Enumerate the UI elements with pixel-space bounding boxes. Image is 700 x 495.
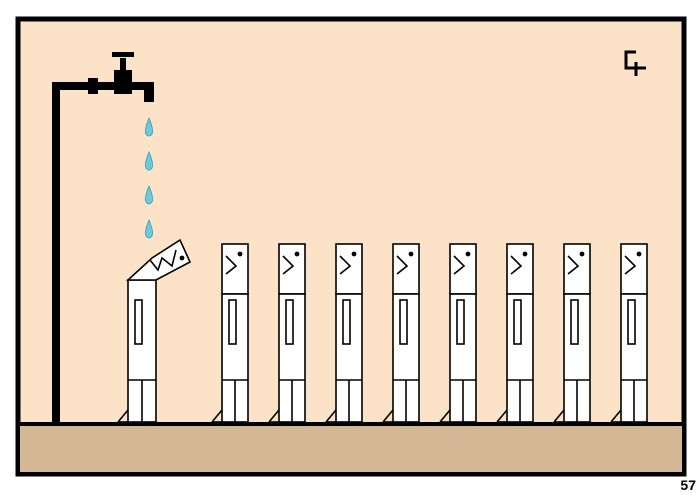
drinking-figure-head bbox=[125, 238, 192, 281]
water-drop bbox=[145, 150, 153, 171]
standing-figure bbox=[268, 243, 306, 423]
corner-symbol-icon bbox=[624, 50, 646, 76]
standing-figure bbox=[325, 243, 363, 423]
standing-figure bbox=[496, 243, 534, 423]
drinking-figure bbox=[117, 238, 192, 423]
standing-figure bbox=[610, 243, 648, 423]
water-drops bbox=[145, 116, 153, 239]
standing-figure bbox=[382, 243, 420, 423]
page-number: 57 bbox=[680, 477, 696, 493]
water-drop bbox=[145, 116, 153, 137]
faucet-icon bbox=[52, 52, 154, 426]
water-drop bbox=[145, 184, 153, 205]
standing-figure bbox=[553, 243, 591, 423]
water-drop bbox=[145, 218, 153, 239]
standing-figure bbox=[211, 243, 249, 423]
standing-figures bbox=[211, 243, 648, 423]
standing-figure bbox=[439, 243, 477, 423]
ground-strip bbox=[16, 422, 686, 476]
